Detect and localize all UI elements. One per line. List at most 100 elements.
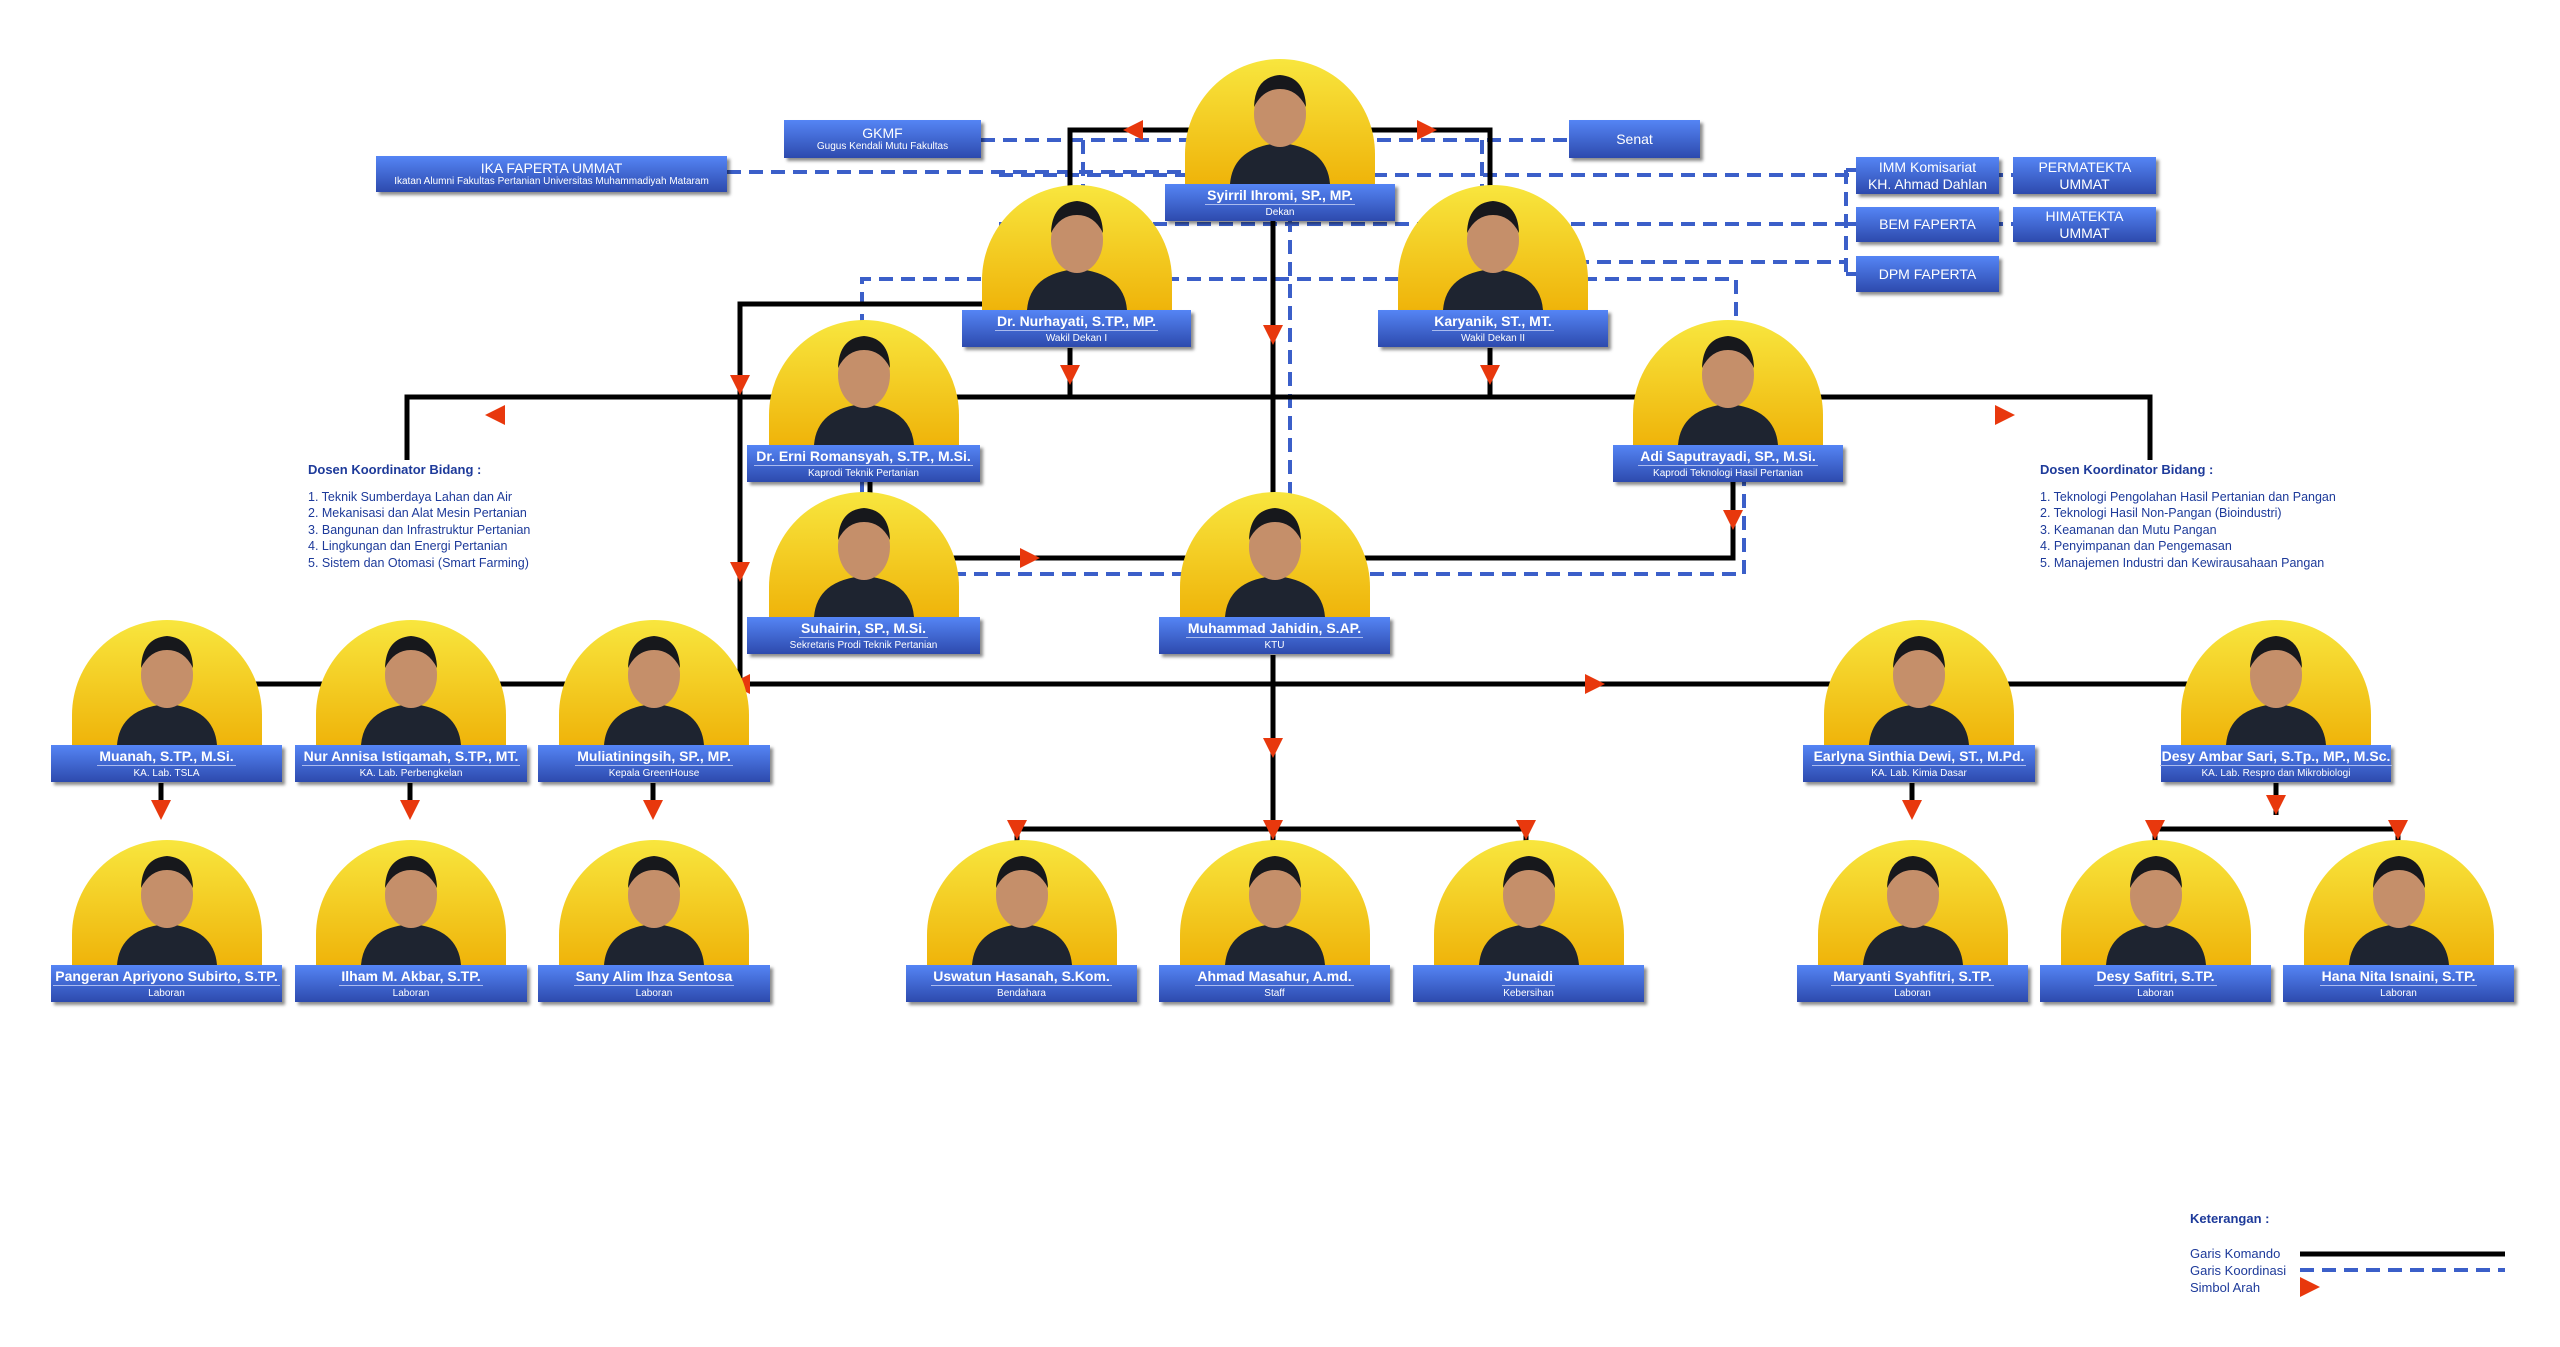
person-role: Kebersihan	[1503, 987, 1554, 999]
portrait-photo	[1179, 492, 1370, 617]
gkmf-subtitle: Gugus Kendali Mutu Fakultas	[816, 141, 949, 153]
portrait-photo	[1824, 620, 2014, 745]
imm-box: IMM Komisariat KH. Ahmad Dahlan	[1856, 157, 1999, 194]
command-line	[737, 301, 985, 684]
legend-coordination-line: Garis Koordinasi	[2190, 1263, 2287, 1278]
person-role: Dekan	[1265, 206, 1295, 218]
coordinators-right: Dosen Koordinator Bidang : 1. Teknologi …	[2040, 462, 2336, 571]
person-silhouette-icon	[1443, 201, 1543, 310]
coordinators-right-item: 2. Teknologi Hasil Non-Pangan (Bioindust…	[2040, 506, 2282, 520]
person-card-laboran-1: Pangeran Apriyono Subirto, S.TP.Laboran	[51, 965, 282, 1002]
person-card-wd2: Karyanik, ST., MT.Wakil Dekan II	[1378, 310, 1608, 347]
person-name: Nur Annisa Istiqamah, S.TP., MT.	[301, 748, 521, 766]
person-name: Dr. Nurhayati, S.TP., MP.	[995, 313, 1158, 331]
person-card-staff: Ahmad Masahur, A.md.Staff	[1159, 965, 1390, 1002]
person-silhouette-icon	[116, 636, 217, 745]
legend-heading: Keterangan :	[2190, 1211, 2270, 1226]
person-role: Laboran	[1894, 987, 1931, 999]
person-name: Uswatun Hasanah, S.Kom.	[931, 968, 1112, 986]
portrait-photo	[1633, 320, 1823, 445]
person-card-dekan: Syirril Ihromi, SP., MP.Dekan	[1165, 184, 1395, 221]
dpm-title: DPM FAPERTA	[1878, 265, 1977, 282]
person-card-kaprodi-thp: Adi Saputrayadi, SP., M.Si.Kaprodi Tekno…	[1613, 445, 1843, 482]
person-card-sekprodi: Suhairin, SP., M.Si.Sekretaris Prodi Tek…	[747, 617, 980, 654]
person-name: Desy Ambar Sari, S.Tp., MP., M.Sc.	[2159, 748, 2393, 766]
person-silhouette-icon	[361, 636, 461, 745]
direction-arrow-icon	[1480, 365, 1500, 385]
coordinators-left-item: 4. Lingkungan dan Energi Pertanian	[308, 539, 508, 553]
person-role: KA. Lab. TSLA	[133, 767, 200, 779]
person-role: Bendahara	[997, 987, 1046, 999]
coordinators-right-item: 1. Teknologi Pengolahan Hasil Pertanian …	[2040, 489, 2336, 504]
person-name: Pangeran Apriyono Subirto, S.TP.	[53, 968, 280, 986]
permatekta-title: PERMATEKTA UMMAT	[2038, 159, 2132, 192]
person-name: Maryanti Syahfitri, S.TP.	[1831, 968, 1994, 986]
direction-arrow-icon	[1020, 548, 1040, 568]
person-card-laboran-2: Ilham M. Akbar, S.TP.Laboran	[295, 965, 527, 1002]
portrait-photo	[1179, 840, 1370, 965]
person-role: Wakil Dekan I	[1045, 332, 1108, 344]
person-role: Kepala GreenHouse	[608, 767, 700, 779]
himatekta-title: HIMATEKTA UMMAT	[2045, 208, 2124, 241]
person-silhouette-icon	[971, 856, 1072, 965]
portrait-photo	[2181, 620, 2371, 745]
person-silhouette-icon	[813, 508, 914, 617]
person-card-lab-bengkel: Nur Annisa Istiqamah, S.TP., MT.KA. Lab.…	[295, 745, 527, 782]
coordinators-left-item: 2. Mekanisasi dan Alat Mesin Pertanian	[308, 506, 527, 520]
portrait-photo	[71, 620, 262, 745]
legend-command-line: Garis Komando	[2190, 1246, 2281, 1261]
portrait-photo	[559, 620, 749, 745]
person-card-laboran-5: Desy Safitri, S.TP.Laboran	[2040, 965, 2271, 1002]
person-silhouette-icon	[2105, 856, 2206, 965]
person-name: Hana Nita Isnaini, S.TP.	[2319, 968, 2478, 986]
person-silhouette-icon	[361, 856, 461, 965]
person-role: Laboran	[148, 987, 185, 999]
portrait-photo	[1398, 185, 1588, 310]
portrait-photo	[71, 840, 262, 965]
person-role: Sekretaris Prodi Teknik Pertanian	[789, 639, 938, 651]
portrait-photo	[981, 185, 1172, 310]
person-silhouette-icon	[2226, 636, 2326, 745]
person-role: KA. Lab. Perbengkelan	[359, 767, 463, 779]
person-name: Junaidi	[1501, 968, 1555, 986]
portrait-photo	[2060, 840, 2251, 965]
legend: Keterangan : Garis Komando Garis Koordin…	[2190, 1210, 2286, 1296]
person-silhouette-icon	[1869, 636, 1969, 745]
direction-arrow-icon	[1263, 820, 1283, 840]
ika-subtitle: Ikatan Alumni Fakultas Pertanian Univers…	[394, 176, 709, 188]
person-role: Wakil Dekan II	[1460, 332, 1526, 344]
direction-arrow-icon	[1007, 820, 1027, 840]
senat-box: Senat	[1569, 120, 1700, 158]
direction-arrow-icon	[1902, 800, 1922, 820]
person-name: Sany Alim Ihza Sentosa	[573, 968, 735, 986]
direction-arrow-icon	[2300, 1277, 2320, 1297]
direction-arrow-icon	[1995, 405, 2015, 425]
person-role: Laboran	[392, 987, 430, 999]
direction-arrow-icon	[1585, 674, 1605, 694]
person-role: KTU	[1264, 639, 1285, 651]
coordinators-right-heading: Dosen Koordinator Bidang :	[2040, 462, 2214, 477]
person-name: Dr. Erni Romansyah, S.TP., M.Si.	[754, 448, 973, 466]
coordinators-right-item: 4. Penyimpanan dan Pengemasan	[2040, 539, 2232, 553]
person-silhouette-icon	[1478, 856, 1579, 965]
portrait-photo	[768, 320, 959, 445]
person-role: Laboran	[635, 987, 673, 999]
portrait-photo	[768, 492, 959, 617]
person-silhouette-icon	[604, 636, 704, 745]
direction-arrow-icon	[485, 405, 505, 425]
bem-box: BEM FAPERTA	[1856, 207, 1999, 242]
portrait-photo	[316, 620, 506, 745]
person-name: Earlyna Sinthia Dewi, ST., M.Pd.	[1811, 748, 2027, 766]
person-card-greenhouse: Muliatiningsih, SP., MP.Kepala GreenHous…	[538, 745, 770, 782]
ika-box: IKA FAPERTA UMMAT Ikatan Alumni Fakultas…	[376, 156, 727, 192]
person-name: Ahmad Masahur, A.md.	[1195, 968, 1354, 986]
person-silhouette-icon	[1224, 508, 1325, 617]
person-silhouette-icon	[2348, 856, 2449, 965]
direction-arrow-icon	[643, 800, 663, 820]
bem-title: BEM FAPERTA	[1879, 216, 1976, 233]
direction-arrow-icon	[151, 800, 171, 820]
person-role: Laboran	[2380, 987, 2417, 999]
person-card-laboran-4: Maryanti Syahfitri, S.TP.Laboran	[1797, 965, 2028, 1002]
